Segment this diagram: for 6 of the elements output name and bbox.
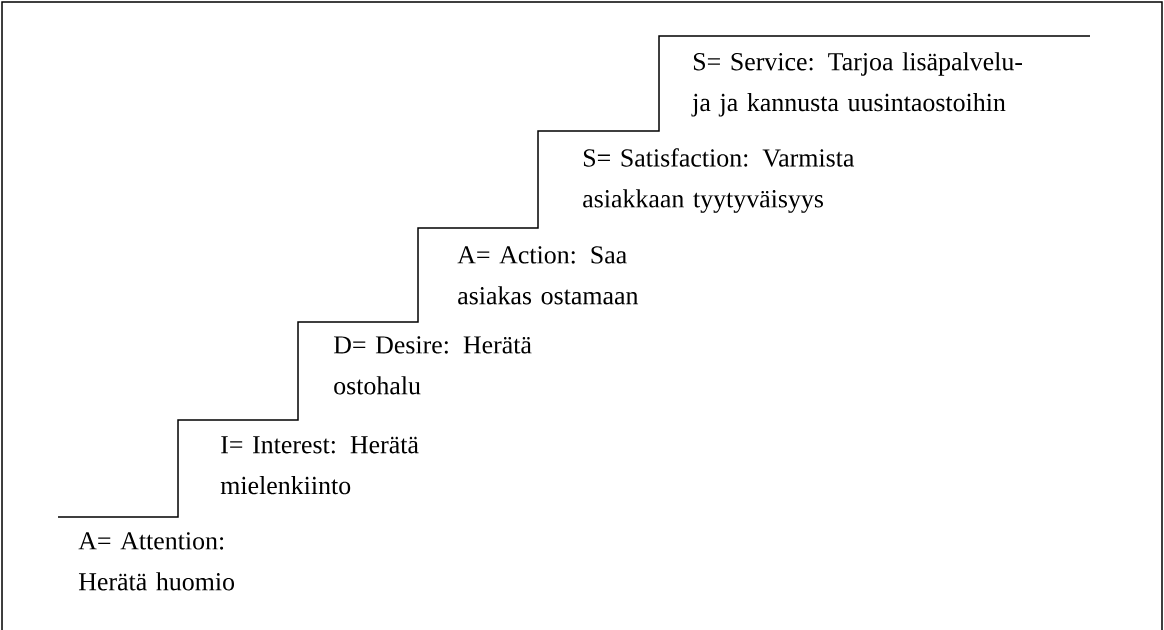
step-label: A= Attention: Herätä huomio	[78, 532, 235, 591]
step-label: I= Interest: Herätä mielenkiinto	[220, 436, 419, 495]
step-label: A= Action: Saa asiakas ostamaan	[457, 246, 639, 305]
step-label: S= Satisfaction: Varmista asiakkaan tyytyväisyys	[583, 148, 855, 213]
step-label: S= Service: Tarjoa lisäpalvelu- ja ja kannusta uusintaostoihin	[691, 52, 1022, 117]
step-label: D= Desire: Herätä ostohalu	[333, 336, 532, 395]
